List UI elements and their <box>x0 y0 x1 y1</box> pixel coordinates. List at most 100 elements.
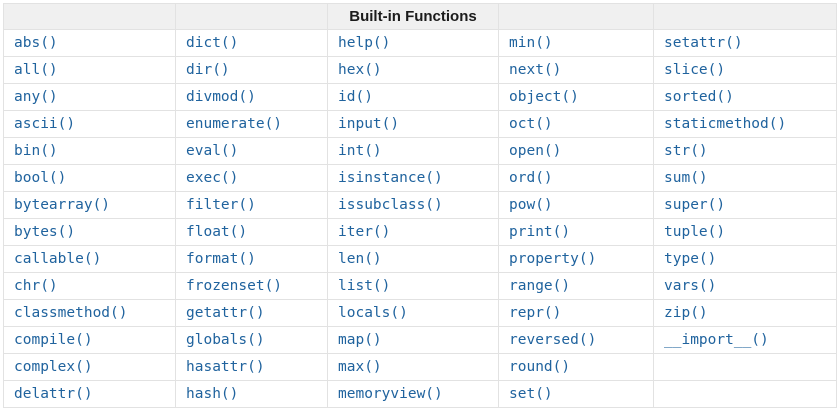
function-cell: tuple() <box>653 218 837 246</box>
function-link[interactable]: abs() <box>14 35 58 51</box>
function-link[interactable]: format() <box>186 251 256 267</box>
function-link[interactable]: type() <box>664 251 717 267</box>
function-link[interactable]: locals() <box>338 305 408 321</box>
table-header-row: Built-in Functions <box>3 3 837 30</box>
function-cell: format() <box>175 245 328 273</box>
function-link[interactable]: divmod() <box>186 89 256 105</box>
function-link[interactable]: float() <box>186 224 248 240</box>
function-link[interactable]: issubclass() <box>338 197 443 213</box>
function-link[interactable]: callable() <box>14 251 102 267</box>
table-body: abs() dict() help() min() setattr() all() dir(… <box>3 29 837 408</box>
header-cell-empty <box>3 3 176 30</box>
function-link[interactable]: super() <box>664 197 726 213</box>
function-link[interactable]: isinstance() <box>338 170 443 186</box>
function-link[interactable]: reversed() <box>509 332 597 348</box>
function-link[interactable]: exec() <box>186 170 239 186</box>
function-link[interactable]: id() <box>338 89 373 105</box>
function-link[interactable]: round() <box>509 359 571 375</box>
function-link[interactable]: open() <box>509 143 562 159</box>
table-row: bin() eval() int() open() str() <box>3 137 837 165</box>
function-link[interactable]: staticmethod() <box>664 116 787 132</box>
function-link[interactable]: property() <box>509 251 597 267</box>
function-cell: oct() <box>498 110 654 138</box>
function-cell: issubclass() <box>327 191 499 219</box>
function-link[interactable]: print() <box>509 224 571 240</box>
function-link[interactable]: dict() <box>186 35 239 51</box>
function-link[interactable]: eval() <box>186 143 239 159</box>
function-link[interactable]: sum() <box>664 170 708 186</box>
function-cell: super() <box>653 191 837 219</box>
function-link[interactable]: str() <box>664 143 708 159</box>
function-link[interactable]: range() <box>509 278 571 294</box>
function-link[interactable]: list() <box>338 278 391 294</box>
function-link[interactable]: getattr() <box>186 305 265 321</box>
function-link[interactable]: setattr() <box>664 35 743 51</box>
function-cell: frozenset() <box>175 272 328 300</box>
function-cell: abs() <box>3 29 176 57</box>
table-row: chr() frozenset() list() range() vars() <box>3 272 837 300</box>
function-link[interactable]: classmethod() <box>14 305 128 321</box>
function-cell: filter() <box>175 191 328 219</box>
function-link[interactable]: bytes() <box>14 224 76 240</box>
function-cell: ascii() <box>3 110 176 138</box>
function-cell: len() <box>327 245 499 273</box>
function-link[interactable]: object() <box>509 89 579 105</box>
function-link[interactable]: bytearray() <box>14 197 111 213</box>
function-link[interactable]: max() <box>338 359 382 375</box>
function-cell: repr() <box>498 299 654 327</box>
function-link[interactable]: vars() <box>664 278 717 294</box>
function-cell: dict() <box>175 29 328 57</box>
function-cell: complex() <box>3 353 176 381</box>
function-link[interactable]: set() <box>509 386 553 402</box>
function-link[interactable]: compile() <box>14 332 93 348</box>
function-link[interactable]: __import__() <box>664 332 769 348</box>
function-link[interactable]: zip() <box>664 305 708 321</box>
function-link[interactable]: dir() <box>186 62 230 78</box>
function-link[interactable]: memoryview() <box>338 386 443 402</box>
table-row: all() dir() hex() next() slice() <box>3 56 837 84</box>
function-link[interactable]: tuple() <box>664 224 726 240</box>
function-link[interactable]: oct() <box>509 116 553 132</box>
function-cell: enumerate() <box>175 110 328 138</box>
function-link[interactable]: sorted() <box>664 89 734 105</box>
function-link[interactable]: filter() <box>186 197 256 213</box>
function-link[interactable]: ascii() <box>14 116 76 132</box>
function-link[interactable]: input() <box>338 116 400 132</box>
table-row: abs() dict() help() min() setattr() <box>3 29 837 57</box>
function-link[interactable]: ord() <box>509 170 553 186</box>
function-link[interactable]: hex() <box>338 62 382 78</box>
function-link[interactable]: help() <box>338 35 391 51</box>
function-link[interactable]: map() <box>338 332 382 348</box>
function-cell: exec() <box>175 164 328 192</box>
function-link[interactable]: next() <box>509 62 562 78</box>
function-link[interactable]: hasattr() <box>186 359 265 375</box>
function-cell: max() <box>327 353 499 381</box>
function-link[interactable]: int() <box>338 143 382 159</box>
function-link[interactable]: any() <box>14 89 58 105</box>
function-link[interactable]: hash() <box>186 386 239 402</box>
function-link[interactable]: all() <box>14 62 58 78</box>
function-link[interactable]: bin() <box>14 143 58 159</box>
function-link[interactable]: slice() <box>664 62 726 78</box>
function-link[interactable]: iter() <box>338 224 391 240</box>
function-link[interactable]: pow() <box>509 197 553 213</box>
function-link[interactable]: min() <box>509 35 553 51</box>
function-link[interactable]: bool() <box>14 170 67 186</box>
function-link[interactable]: enumerate() <box>186 116 283 132</box>
function-cell: hasattr() <box>175 353 328 381</box>
function-link[interactable]: delattr() <box>14 386 93 402</box>
function-cell: str() <box>653 137 837 165</box>
function-link[interactable]: repr() <box>509 305 562 321</box>
function-link[interactable]: globals() <box>186 332 265 348</box>
header-cell-empty <box>175 3 328 30</box>
function-cell: type() <box>653 245 837 273</box>
function-cell: float() <box>175 218 328 246</box>
function-cell: bin() <box>3 137 176 165</box>
function-link[interactable]: chr() <box>14 278 58 294</box>
function-link[interactable]: complex() <box>14 359 93 375</box>
table-row: delattr() hash() memoryview() set() <box>3 380 837 408</box>
function-link[interactable]: len() <box>338 251 382 267</box>
function-link[interactable]: frozenset() <box>186 278 283 294</box>
function-cell: set() <box>498 380 654 408</box>
function-cell: getattr() <box>175 299 328 327</box>
